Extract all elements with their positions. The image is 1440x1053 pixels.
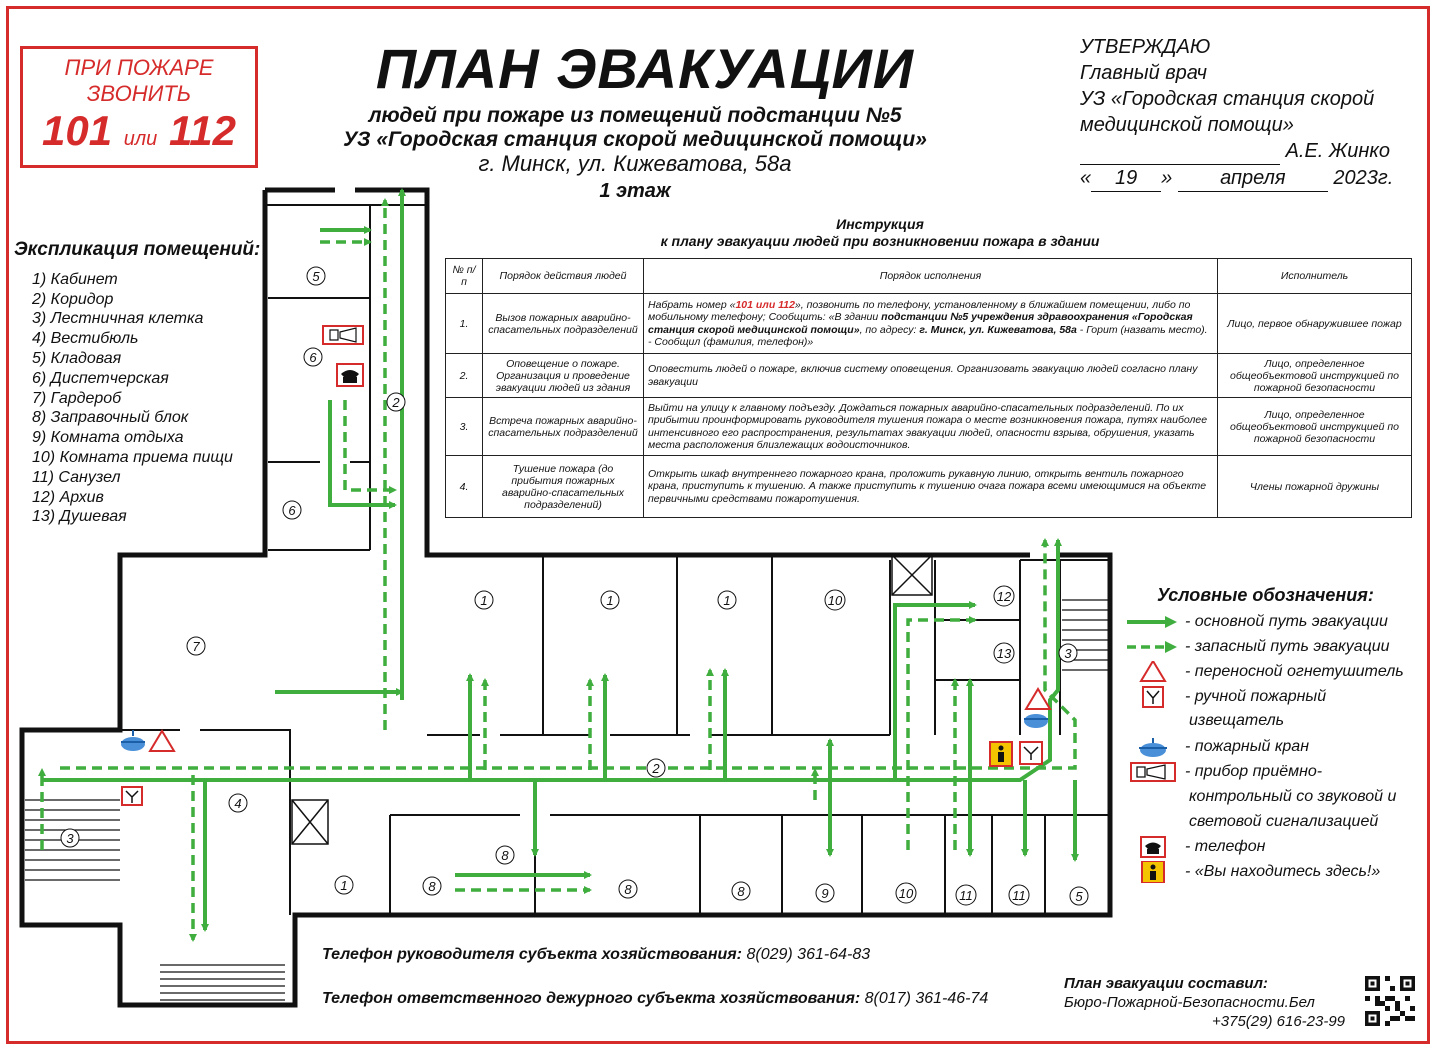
branch-paths: [531, 780, 1079, 862]
phone-box-line1: ПРИ ПОЖАРЕ: [64, 55, 214, 80]
table-row: 1. Вызов пожарных аварийно-спасательных …: [445, 293, 1412, 354]
fire-extinguisher-icon: [1139, 661, 1167, 682]
table-row: 3. Встреча пожарных аварийно-спасательны…: [445, 397, 1412, 456]
you-are-here-icon: [989, 741, 1013, 767]
alarm-panel-icon: [1130, 762, 1176, 782]
explication-item: 1) Кабинет: [32, 270, 118, 288]
instruction-title: Инструкция к плану эвакуации людей при в…: [660, 216, 1100, 249]
phone-box-numbers: 101 или 112: [42, 107, 236, 154]
shafts: [291, 554, 933, 845]
address: г. Минск, ул. Кижеватова, 58а: [478, 151, 792, 176]
alarm-panel-icon: [322, 325, 364, 345]
reserve-path-icon: [1127, 641, 1177, 653]
explication-item: 13) Душевая: [32, 508, 127, 526]
floor-label: 1 этаж: [599, 180, 671, 202]
author-phone: +375(29) 616-23-99: [1212, 1013, 1346, 1030]
phone-box-line2: ЗВОНИТЬ: [86, 81, 192, 106]
subtitle-2: УЗ «Городская станция скорой медицинской…: [343, 128, 927, 151]
approve-line3: УЗ «Городская станция скорой: [1080, 88, 1375, 110]
room-explication: Экспликация помещений: 1) Кабинет 2) Кор…: [14, 240, 264, 527]
explication-item: 8) Заправочный блок: [32, 409, 189, 427]
explication-item: 5) Кладовая: [32, 349, 122, 367]
approve-line2: Главный врач: [1080, 62, 1207, 84]
legend: Условные обозначения: - основной путь эв…: [1125, 585, 1425, 883]
table-header-row: № п/п Порядок действия людей Порядок исп…: [445, 258, 1412, 294]
page-title: ПЛАН ЭВАКУАЦИИ: [375, 37, 915, 100]
fire-hydrant-icon: [1024, 714, 1048, 728]
approve-line1: УТВЕРЖДАЮ: [1080, 36, 1211, 58]
building-walls: [19, 187, 1113, 1008]
reserve-evacuation-paths: [38, 198, 1077, 942]
header-action: Порядок действия людей: [482, 258, 644, 294]
approve-signature: А.Е. Жинко: [1080, 138, 1410, 165]
fire-extinguisher-icon: [1024, 687, 1052, 710]
header-num: № п/п: [445, 258, 483, 294]
main-evacuation-paths: [42, 188, 1062, 932]
approve-line4: медицинской помощи»: [1080, 114, 1294, 136]
author-block: План эвакуации составил: Бюро-Пожарной-Б…: [1064, 974, 1345, 1031]
approve-date: «19» апреля 2023г.: [1080, 165, 1410, 192]
author-label: План эвакуации составил:: [1064, 975, 1268, 992]
instruction-table: № п/п Порядок действия людей Порядок исп…: [445, 258, 1412, 518]
approval-block: УТВЕРЖДАЮ Главный врач УЗ «Городская ста…: [1080, 34, 1410, 192]
fire-hydrant-icon: [1139, 738, 1167, 757]
duty-phone: Телефон ответственного дежурного субъект…: [322, 990, 989, 1007]
you-are-here-icon: [1141, 861, 1165, 883]
telephone-icon: [336, 363, 364, 387]
explication-item: 11) Санузел: [32, 468, 121, 486]
manual-call-point-icon: [1142, 686, 1164, 708]
table-row: 2. Оповещение о пожаре. Организация и пр…: [445, 353, 1412, 398]
manual-call-point-icon: [1019, 741, 1043, 765]
interior-walls: [120, 204, 1110, 1005]
author-org: Бюро-Пожарной-Безопасности.Бел: [1064, 994, 1315, 1011]
explication-item: 9) Комната отдыха: [32, 429, 184, 447]
emergency-phone-box: ПРИ ПОЖАРЕ ЗВОНИТЬ 101 или 112: [20, 46, 258, 168]
stairs: [25, 599, 1108, 1001]
explication-heading: Экспликация помещений:: [14, 239, 261, 260]
explication-item: 10) Комната приема пищи: [32, 448, 233, 466]
manual-call-point-icon: [121, 786, 143, 806]
head-phone: Телефон руководителя субъекта хозяйствов…: [322, 946, 871, 963]
main-path-icon: [1127, 616, 1177, 628]
explication-item: 2) Коридор: [32, 290, 114, 308]
subtitle-1: людей при пожаре из помещений подстанции…: [368, 104, 902, 127]
explication-item: 4) Вестибюль: [32, 330, 139, 348]
qr-code-icon: [1365, 976, 1415, 1026]
fire-hydrant-icon: [121, 730, 145, 751]
legend-heading: Условные обозначения:: [1157, 585, 1374, 605]
explication-item: 7) Гардероб: [32, 389, 122, 407]
outer-frame: [6, 6, 1430, 1044]
explication-item: 12) Архив: [32, 488, 104, 506]
explication-item: 6) Диспетчерская: [32, 369, 169, 387]
header-exec: Порядок исполнения: [643, 258, 1218, 294]
table-row: 4. Тушение пожара (до прибытия пожарных …: [445, 455, 1412, 518]
telephone-icon: [1140, 836, 1166, 858]
explication-item: 3) Лестничная клетка: [32, 310, 204, 328]
fire-extinguisher-icon: [148, 729, 176, 752]
